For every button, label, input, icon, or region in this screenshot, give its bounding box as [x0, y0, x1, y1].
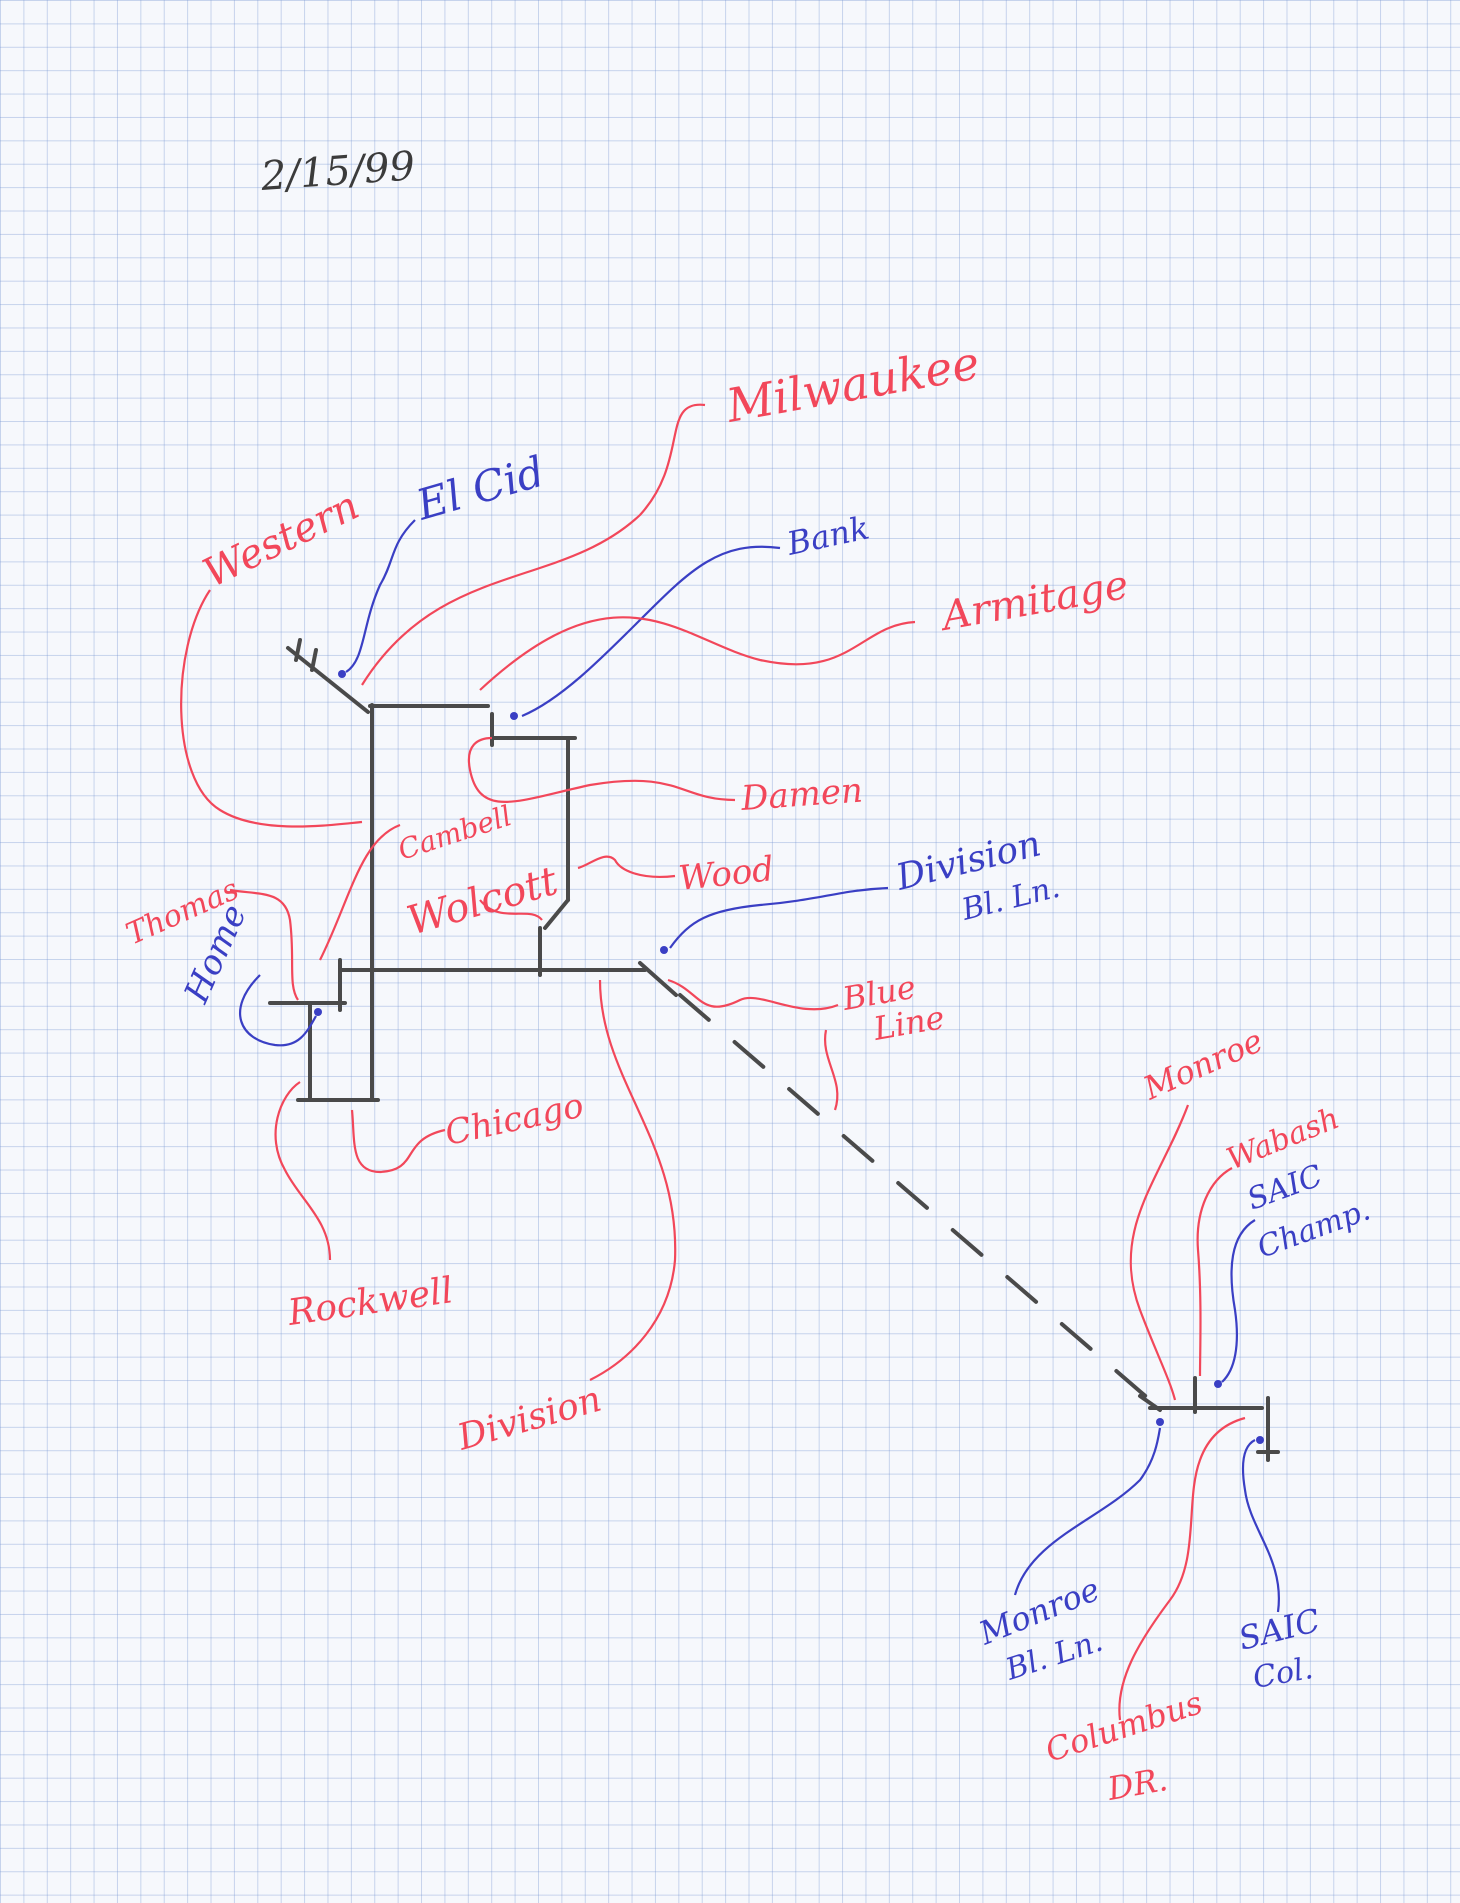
- label-bank: Bank: [783, 508, 873, 563]
- leader-armitage: [479, 616, 916, 691]
- bank-dot: [510, 712, 518, 720]
- leader-lines: [180, 403, 1281, 1721]
- road-network-north: [268, 638, 1152, 1402]
- el-cid-dot: [338, 670, 346, 678]
- label-saic-col-1: SAIC: [1235, 1601, 1324, 1658]
- leader-division-station: [669, 886, 889, 949]
- label-columbus-1: Columbus: [1041, 1683, 1207, 1769]
- label-division: Division: [452, 1379, 606, 1459]
- label-chicago: Chicago: [442, 1085, 588, 1153]
- road-tick: [310, 648, 318, 672]
- road-milwaukee: [286, 646, 370, 714]
- blue-line-dashed: [678, 993, 1152, 1402]
- leader-rockwell: [274, 1081, 332, 1261]
- leader-milwaukee: [361, 403, 706, 686]
- label-rockwell: Rockwell: [285, 1270, 456, 1334]
- monroe-station-dot: [1156, 1418, 1164, 1426]
- road-wood-jog: [543, 898, 570, 930]
- leader-western: [180, 589, 363, 828]
- leader-bank: [521, 545, 781, 718]
- leader-blue-line-2: [823, 1029, 839, 1111]
- leader-chicago: [350, 1109, 446, 1174]
- label-milwaukee: Milwaukee: [722, 335, 984, 433]
- label-campbell: Cambell: [394, 799, 516, 867]
- leader-blue-line: [667, 978, 839, 1011]
- label-columbus-2: DR.: [1104, 1760, 1171, 1808]
- road-tick: [294, 638, 302, 662]
- leader-monroe-station: [1013, 1427, 1162, 1596]
- leader-damen: [467, 736, 736, 803]
- leader-wabash: [1196, 1167, 1233, 1377]
- blue-line-stub: [638, 961, 678, 997]
- leader-campbell: [319, 823, 401, 961]
- label-armitage: Armitage: [935, 562, 1132, 641]
- home-dot: [314, 1008, 322, 1016]
- label-damen: Damen: [739, 771, 864, 819]
- date-label: 2/15/99: [258, 143, 416, 200]
- leader-home: [239, 974, 317, 1047]
- leader-saic-col: [1241, 1439, 1281, 1613]
- leader-columbus: [1118, 1416, 1246, 1721]
- leader-division: [589, 979, 677, 1381]
- label-wood: Wood: [677, 849, 776, 899]
- leader-saic-champ: [1221, 1219, 1256, 1383]
- road-network-south: [1138, 1376, 1280, 1462]
- label-el-cid: El Cid: [410, 447, 549, 530]
- leader-wolcott: [479, 899, 543, 921]
- leader-el-cid: [345, 519, 416, 673]
- leader-thomas: [229, 888, 299, 1001]
- saic-col-dot: [1256, 1436, 1264, 1444]
- label-western: Western: [196, 483, 366, 597]
- label-wabash: Wabash: [1222, 1101, 1344, 1178]
- saic-champ-dot: [1214, 1380, 1222, 1388]
- leader-wood: [577, 855, 676, 878]
- label-monroe: Monroe: [1137, 1021, 1269, 1107]
- division-station-dot: [660, 946, 668, 954]
- label-saic-col-2: Col.: [1250, 1651, 1315, 1696]
- leader-monroe: [1129, 1104, 1190, 1401]
